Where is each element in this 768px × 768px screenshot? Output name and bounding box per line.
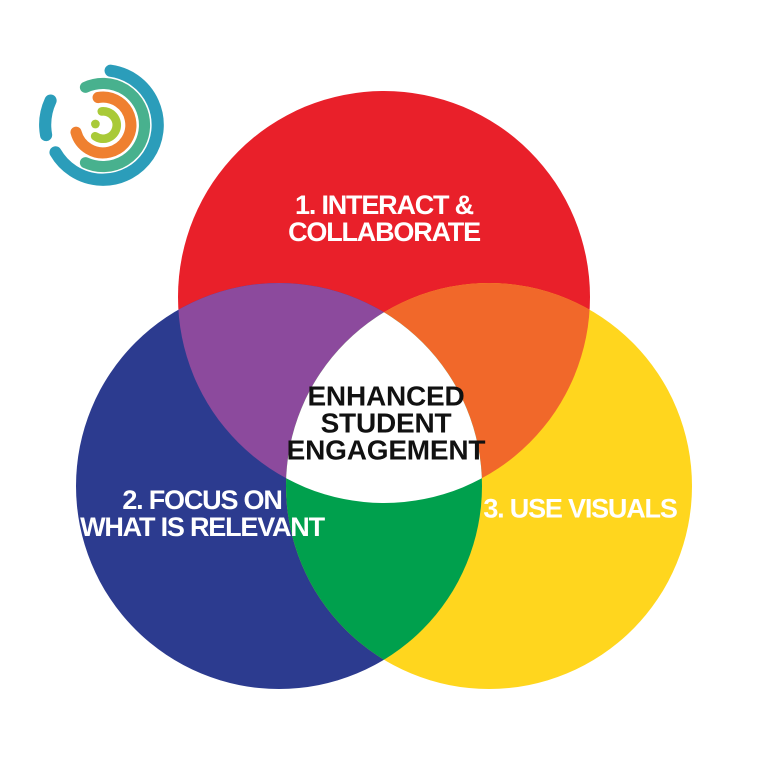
- logo-arc-orange: [70, 91, 137, 159]
- circle2-label: 2. FOCUS ON WHAT IS RELEVANT: [80, 485, 325, 542]
- circle1-label-line1: 1. INTERACT &: [295, 190, 474, 220]
- center-label-line2: STUDENT: [320, 407, 452, 439]
- circle3-label-line1: 3. USE VISUALS: [483, 493, 677, 524]
- circle1-label-line2: COLLABORATE: [288, 217, 481, 247]
- center-label: ENHANCED STUDENT ENGAGEMENT: [286, 380, 486, 466]
- circle1-label: 1. INTERACT & COLLABORATE: [288, 190, 481, 247]
- logo-arc-outer-left: [39, 94, 57, 142]
- triple-overlap-center: [286, 283, 482, 503]
- circle2-label-line2: WHAT IS RELEVANT: [80, 512, 325, 542]
- logo-lime-dot: [91, 119, 100, 129]
- circle2-label-line1: 2. FOCUS ON: [122, 485, 283, 515]
- logo-arc-lime: [90, 107, 122, 144]
- logo-arc-teal: [79, 77, 151, 173]
- logo-arc-outer-main: [49, 64, 164, 186]
- center-label-line1: ENHANCED: [307, 380, 465, 412]
- circle3-label: 3. USE VISUALS: [483, 493, 677, 524]
- center-label-line3: ENGAGEMENT: [286, 434, 486, 466]
- brand-logo: [39, 64, 164, 186]
